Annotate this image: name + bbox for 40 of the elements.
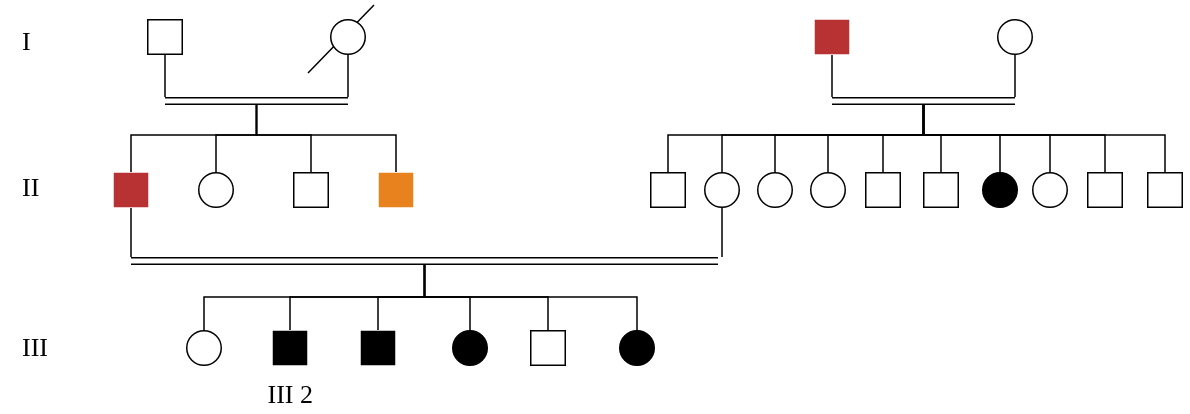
circle-symbol xyxy=(330,19,366,55)
square-symbol xyxy=(1147,172,1183,208)
circle-symbol xyxy=(704,172,740,208)
circle-symbol xyxy=(810,172,846,208)
generation-label: I xyxy=(22,29,31,55)
square-symbol xyxy=(1087,172,1123,208)
pedigree-line xyxy=(164,54,166,98)
square-symbol xyxy=(293,172,329,208)
circle-symbol xyxy=(186,330,222,366)
square-symbol xyxy=(650,172,686,208)
circle-symbol xyxy=(1032,172,1068,208)
pedigree-line xyxy=(1014,54,1016,98)
generation-label: III xyxy=(22,335,48,361)
generation-label: II xyxy=(22,175,40,201)
square-symbol xyxy=(865,172,901,208)
square-symbol xyxy=(923,172,959,208)
pedigree-line xyxy=(831,54,833,98)
circle-symbol xyxy=(619,330,655,366)
square-symbol xyxy=(272,330,308,366)
square-symbol xyxy=(530,330,566,366)
circle-symbol xyxy=(198,172,234,208)
pedigree-line xyxy=(347,54,349,98)
circle-symbol xyxy=(452,330,488,366)
square-symbol xyxy=(147,19,183,55)
individual-label: III 2 xyxy=(267,382,313,408)
pedigree-line xyxy=(922,104,1166,173)
square-symbol xyxy=(113,172,149,208)
marriage-line xyxy=(832,97,1015,105)
pedigree-line xyxy=(255,104,397,173)
circle-symbol xyxy=(757,172,793,208)
circle-symbol xyxy=(997,19,1033,55)
square-symbol xyxy=(360,330,396,366)
pedigree-line xyxy=(130,207,132,258)
pedigree-line xyxy=(721,207,723,258)
marriage-line xyxy=(165,97,348,105)
square-symbol xyxy=(814,19,850,55)
marriage-line xyxy=(131,257,718,265)
circle-symbol xyxy=(982,172,1018,208)
square-symbol xyxy=(378,172,414,208)
pedigree-line xyxy=(423,264,638,331)
